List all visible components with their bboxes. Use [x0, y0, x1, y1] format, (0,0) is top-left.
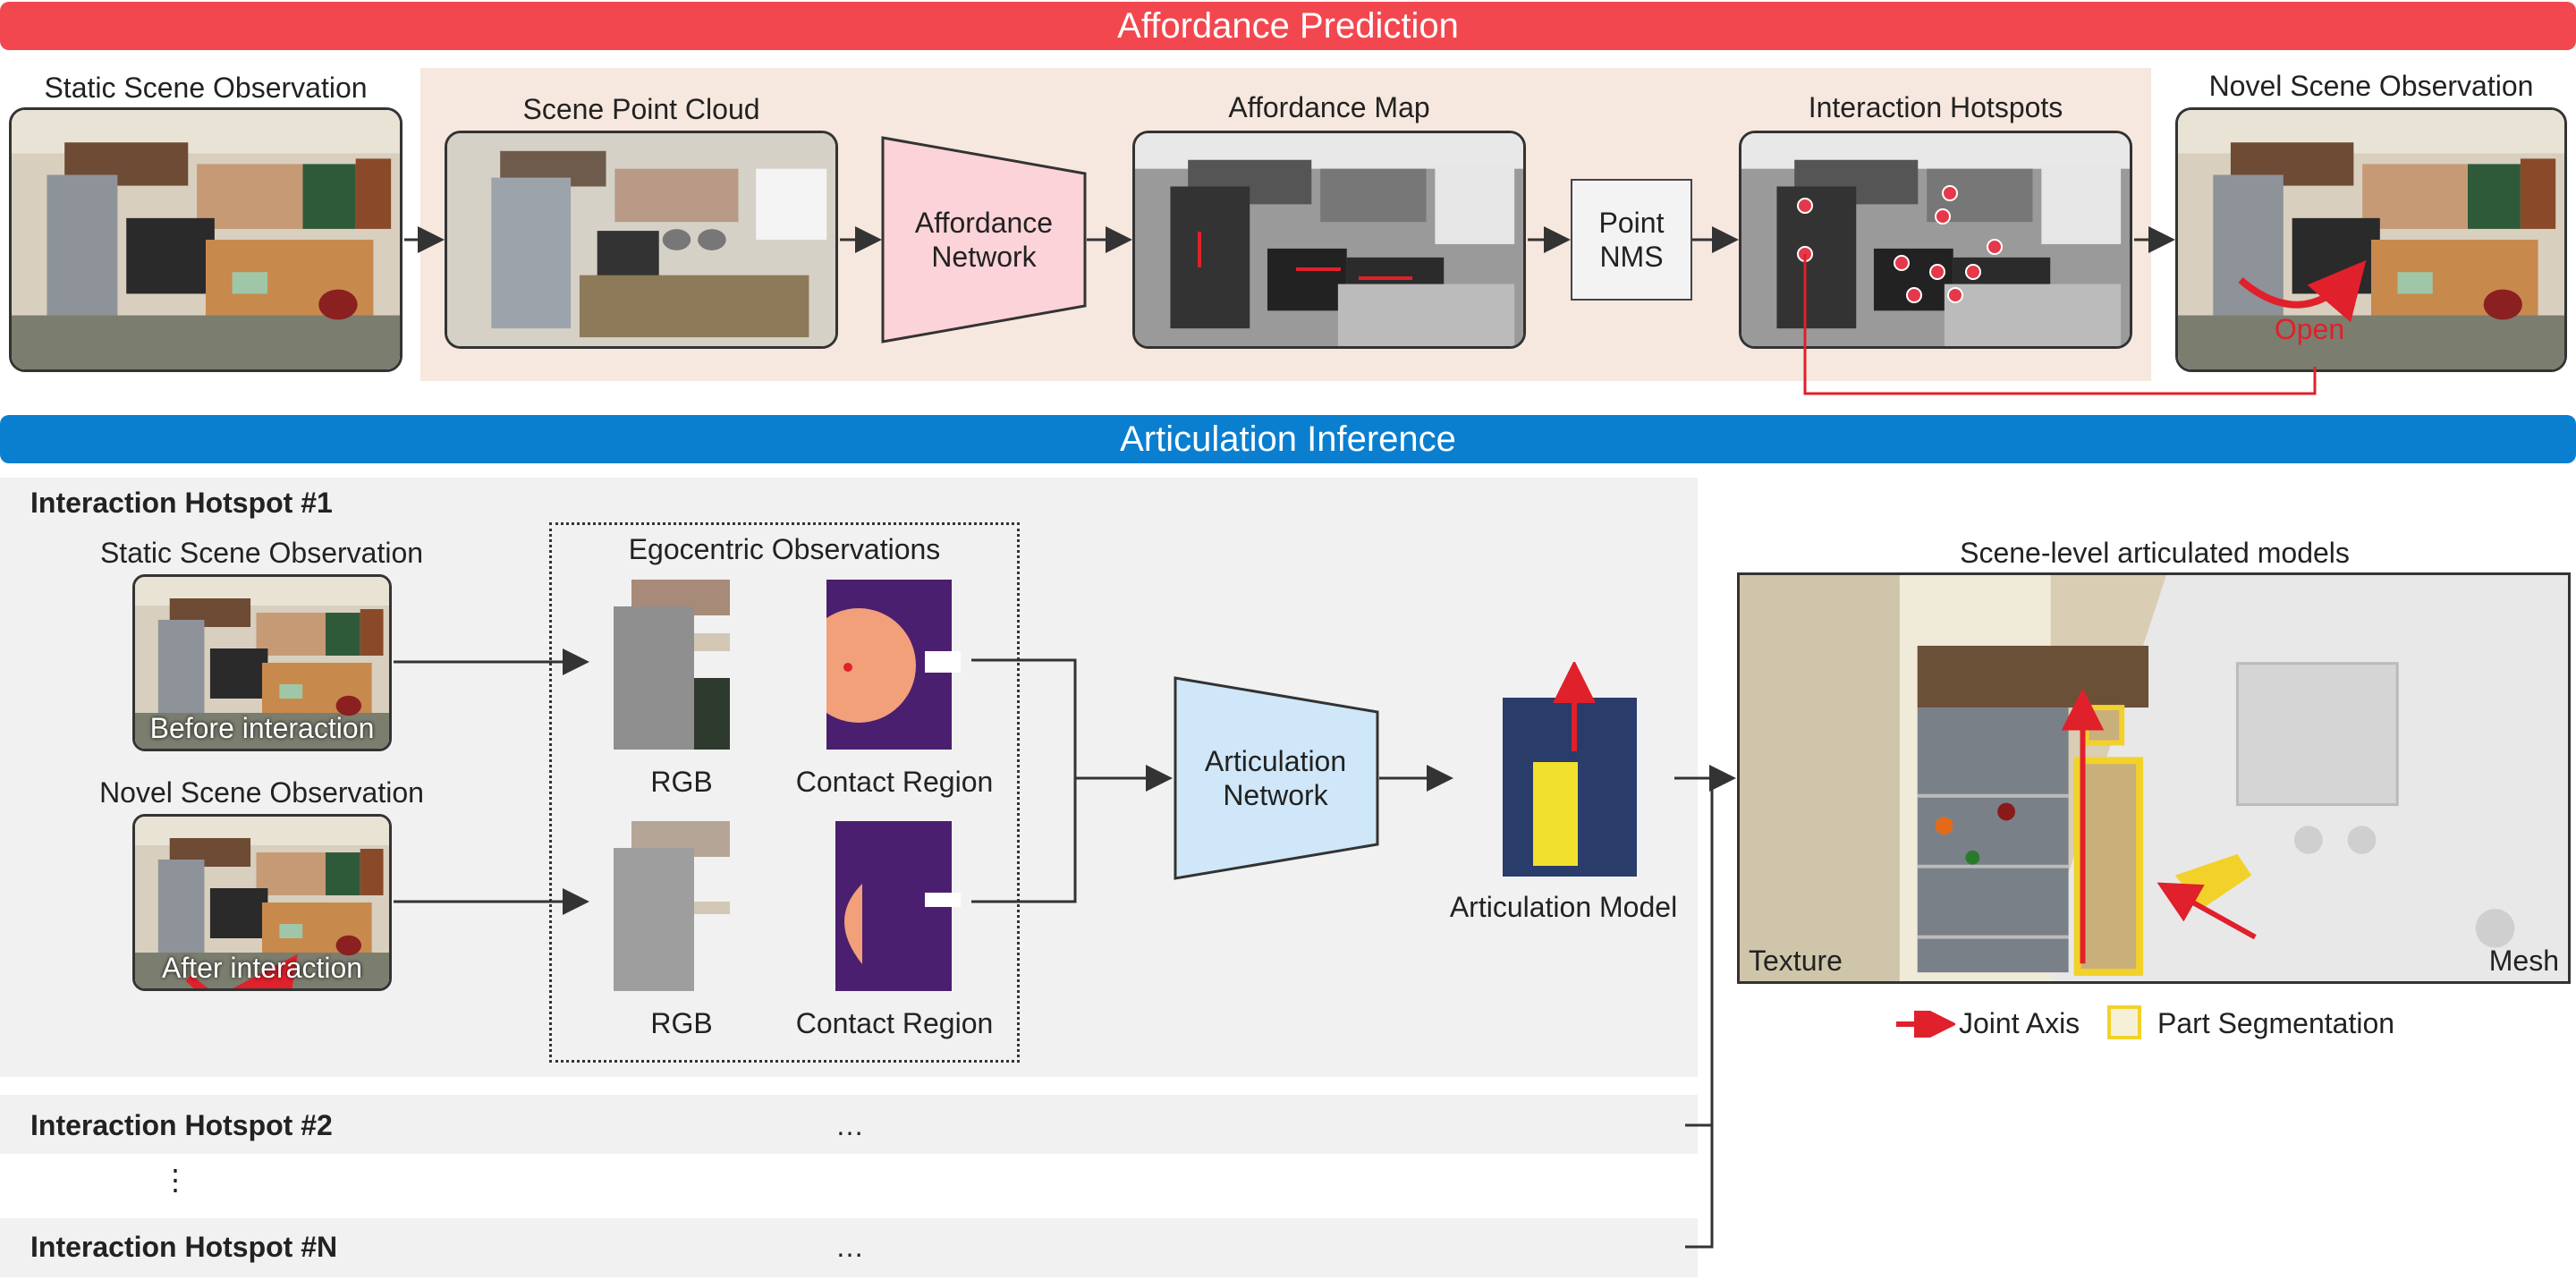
hotspot2-row — [0, 1095, 1698, 1154]
egocentric-box — [549, 522, 1020, 1063]
after-interaction-image: After interaction — [132, 814, 392, 991]
affordance-banner: Affordance Prediction — [0, 2, 2576, 50]
rgb-label-bottom: RGB — [650, 1007, 713, 1039]
egocentric-title: Egocentric Observations — [628, 533, 941, 565]
hotspot-dot — [1965, 264, 1981, 280]
hotspotN-title: Interaction Hotspot #N — [30, 1231, 338, 1263]
hotspot2-title: Interaction Hotspot #2 — [30, 1109, 333, 1141]
point-cloud-image — [445, 131, 838, 349]
hotspot-dot — [1906, 287, 1922, 303]
hotspots-label: Interaction Hotspots — [1808, 91, 2063, 123]
static-obs-label: Static Scene Observation — [44, 72, 368, 104]
before-interaction-image: Before interaction — [132, 574, 392, 751]
articulation-model-label: Articulation Model — [1449, 891, 1678, 923]
affordance-map-image — [1132, 131, 1526, 349]
hotspot2-ellipsis: … — [835, 1109, 864, 1141]
part-segmentation-legend-icon — [2107, 1005, 2141, 1039]
contact-label-top: Contact Region — [795, 766, 994, 798]
articulation-network-trapezoid — [1174, 676, 1379, 880]
top-connectors — [404, 226, 2317, 395]
articulation-model-pointcloud — [1503, 662, 1637, 877]
vertical-ellipsis: ⋮ — [161, 1164, 190, 1196]
hotspot-dot — [1942, 185, 1958, 201]
hotspots-image — [1739, 131, 2132, 349]
affordance-network-trapezoid — [881, 136, 1087, 343]
open-label: Open — [2274, 313, 2345, 345]
texture-label: Texture — [1749, 945, 1843, 977]
rgb-pointcloud-top — [614, 580, 730, 750]
hotspotN-row — [0, 1218, 1698, 1277]
hotspot-dot — [1797, 198, 1813, 214]
hotspot-dot — [1894, 255, 1910, 271]
joint-axis-legend-icon — [1896, 1011, 1955, 1038]
affordance-network-label: Affordance Network — [914, 207, 1054, 273]
contact-region-top — [826, 580, 961, 750]
static-scene-image — [9, 107, 402, 372]
part-segmentation-legend-label: Part Segmentation — [2157, 1007, 2395, 1039]
contact-label-bottom: Contact Region — [795, 1007, 994, 1039]
mesh-label: Mesh — [2488, 945, 2559, 977]
hotspot-dot — [1987, 239, 2003, 255]
hotspot-dot — [1935, 208, 1951, 225]
scene-models-label: Scene-level articulated models — [1960, 537, 2350, 569]
point-nms-box: Point NMS — [1571, 179, 1692, 301]
after-caption: After interaction — [161, 952, 363, 984]
point-cloud-label: Scene Point Cloud — [522, 93, 760, 125]
bottom-connectors — [394, 648, 1736, 1249]
novel-scene-image — [2175, 107, 2567, 372]
bottom-novel-obs-label: Novel Scene Observation — [99, 776, 424, 809]
articulation-banner: Articulation Inference — [0, 415, 2576, 463]
rgb-pointcloud-bottom — [614, 821, 730, 991]
rgb-label-top: RGB — [650, 766, 713, 798]
affordance-map-label: Affordance Map — [1228, 91, 1430, 123]
bottom-static-obs-label: Static Scene Observation — [99, 537, 424, 569]
articulation-network-label: Articulation Network — [1204, 745, 1347, 811]
contact-region-bottom — [835, 821, 961, 991]
novel-obs-label: Novel Scene Observation — [2208, 70, 2534, 102]
joint-axis-legend-label: Joint Axis — [1959, 1007, 2080, 1039]
before-caption: Before interaction — [149, 712, 375, 744]
scene-models-image: Texture Mesh — [1737, 572, 2571, 984]
hotspotN-ellipsis: … — [835, 1231, 864, 1263]
hotspot-dot — [1947, 287, 1963, 303]
hotspot1-title: Interaction Hotspot #1 — [30, 487, 333, 519]
hotspot-dot — [1929, 264, 1945, 280]
